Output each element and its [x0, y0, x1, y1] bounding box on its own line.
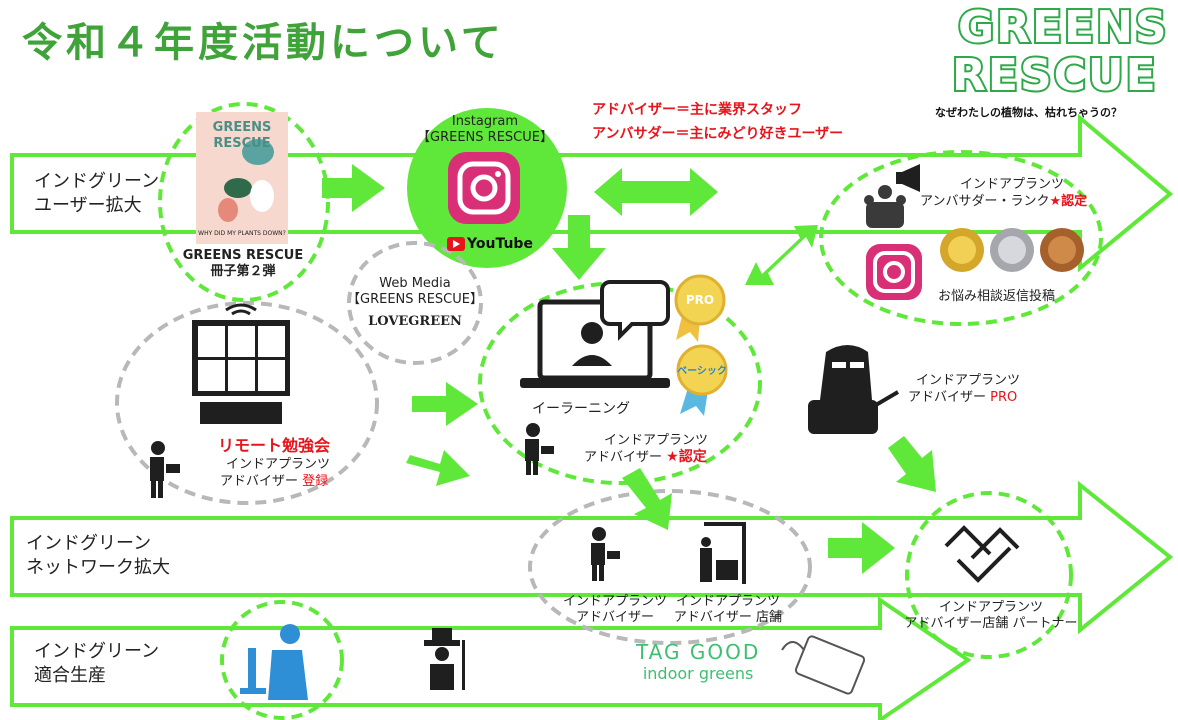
- instagram-label: Instagram 【GREENS RESCUE】: [417, 114, 553, 145]
- speech-bubble-icon: [600, 280, 670, 341]
- instagram-logo-icon-small: [866, 244, 922, 300]
- roles-note: アドバイザー＝主に業界スタッフ アンバサダー＝主にみどり好きユーザー: [592, 98, 843, 146]
- logo-line2: RESCUE: [950, 48, 1158, 103]
- row1-arrow: [10, 113, 1174, 273]
- network-shop-label: インドアプランツ アドバイザー 店舗: [673, 594, 783, 625]
- logo-line1: GREENS: [956, 0, 1169, 55]
- arrow-remote-to-elearning-2: [406, 450, 470, 486]
- silver-medal-icon: [990, 228, 1034, 272]
- row2-arrow: [10, 480, 1174, 635]
- remote-study-title: リモート勉強会: [218, 436, 331, 455]
- partner-circle: [905, 491, 1073, 659]
- arrow-booklet-to-instagram: [322, 164, 385, 212]
- row1-label: インドグリーン ユーザー拡大: [34, 171, 160, 216]
- pro-badge-label: PRO: [685, 293, 715, 307]
- booklet-cover-title: GREENS RESCUE: [212, 120, 272, 151]
- bronze-medal-icon: [1040, 228, 1084, 272]
- page-title: 令和４年度活動について: [22, 20, 505, 66]
- advisor-pro-label: インドアプランツ アドバイザー PRO: [908, 373, 1021, 405]
- elearning-label: イーラーニング: [532, 401, 630, 417]
- web-media-circle: [347, 241, 483, 365]
- arrow-elearning-ambassador: [745, 225, 818, 285]
- row3-label: インドグリーン 適合生産: [34, 641, 160, 686]
- elearning-advisor-label: インドアプランツ アドバイザー ★認定: [584, 433, 709, 465]
- production-circle: [220, 600, 344, 720]
- network-circle: [528, 489, 812, 645]
- arrow-advisorpro-to-partner: [888, 436, 936, 492]
- ambassador-circle: [819, 150, 1103, 326]
- booklet-circle: [158, 102, 330, 302]
- tag-card-icon: [781, 635, 866, 695]
- arrow-elearning-to-network: [622, 468, 672, 530]
- web-media-label: Web Media 【GREENS RESCUE】 LOVEGREEN: [347, 276, 483, 329]
- arrow-instagram-ambassador: [594, 168, 718, 216]
- partner-label: インドアプランツ アドバイザー店舗 パートナー: [904, 600, 1078, 631]
- logo-tagline: なぜわたしの植物は、枯れちゃうの？: [935, 106, 1122, 119]
- scientist-icon: [240, 624, 308, 700]
- instagram-logo-icon: [448, 152, 520, 224]
- ambassador-reply-label: お悩み相談返信投稿: [938, 289, 1056, 304]
- booklet-cover: [196, 112, 288, 244]
- gardener-icon-elearning: [525, 423, 554, 475]
- basic-badge-label: ベーシック: [677, 366, 727, 377]
- basic-badge-icon: [676, 344, 728, 416]
- tag-good-logo: TAG GOOD indoor greens: [636, 640, 761, 683]
- booklet-label: GREENS RESCUE 冊子第２弾: [182, 248, 304, 279]
- megaphone-icon: [896, 164, 920, 192]
- monstera-leaf-icon: [218, 139, 274, 222]
- row2-label: インドグリーン ネットワーク拡大: [26, 533, 170, 578]
- row3-arrow: [10, 596, 972, 720]
- arrow-instagram-to-elearning: [552, 215, 606, 280]
- remote-advisor-label: インドアプランツ アドバイザー 登録: [220, 457, 331, 489]
- gardener-icon-network: [591, 527, 620, 581]
- gardener-icon: [150, 441, 180, 498]
- gold-medal-icon: [940, 228, 984, 272]
- ambassador-label: インドアプランツ アンバサダー・ランク★認定: [920, 177, 1088, 209]
- presenter-icon: [808, 345, 900, 434]
- roles-note-ambassador: アンバサダー＝主にみどり好きユーザー: [592, 126, 844, 142]
- shop-icon: [700, 522, 746, 584]
- arrow-network-to-partner: [828, 522, 895, 574]
- pro-badge-icon: [674, 274, 726, 342]
- remote-study-circle: [115, 301, 379, 505]
- arrow-remote-to-elearning-1: [412, 382, 478, 426]
- roles-note-advisor: アドバイザー＝主に業界スタッフ: [592, 102, 802, 118]
- remote-meeting-icon: [192, 303, 290, 424]
- youtube-label: YouTube: [467, 236, 533, 252]
- booklet-cover-subtitle: WHY DID MY PLANTS DOWN?: [198, 230, 286, 237]
- group-people-icon: [864, 185, 906, 228]
- network-advisor-label: インドアプランツ アドバイザー: [562, 594, 667, 625]
- handshake-icon: [944, 525, 1020, 583]
- farmer-icon: [424, 628, 465, 690]
